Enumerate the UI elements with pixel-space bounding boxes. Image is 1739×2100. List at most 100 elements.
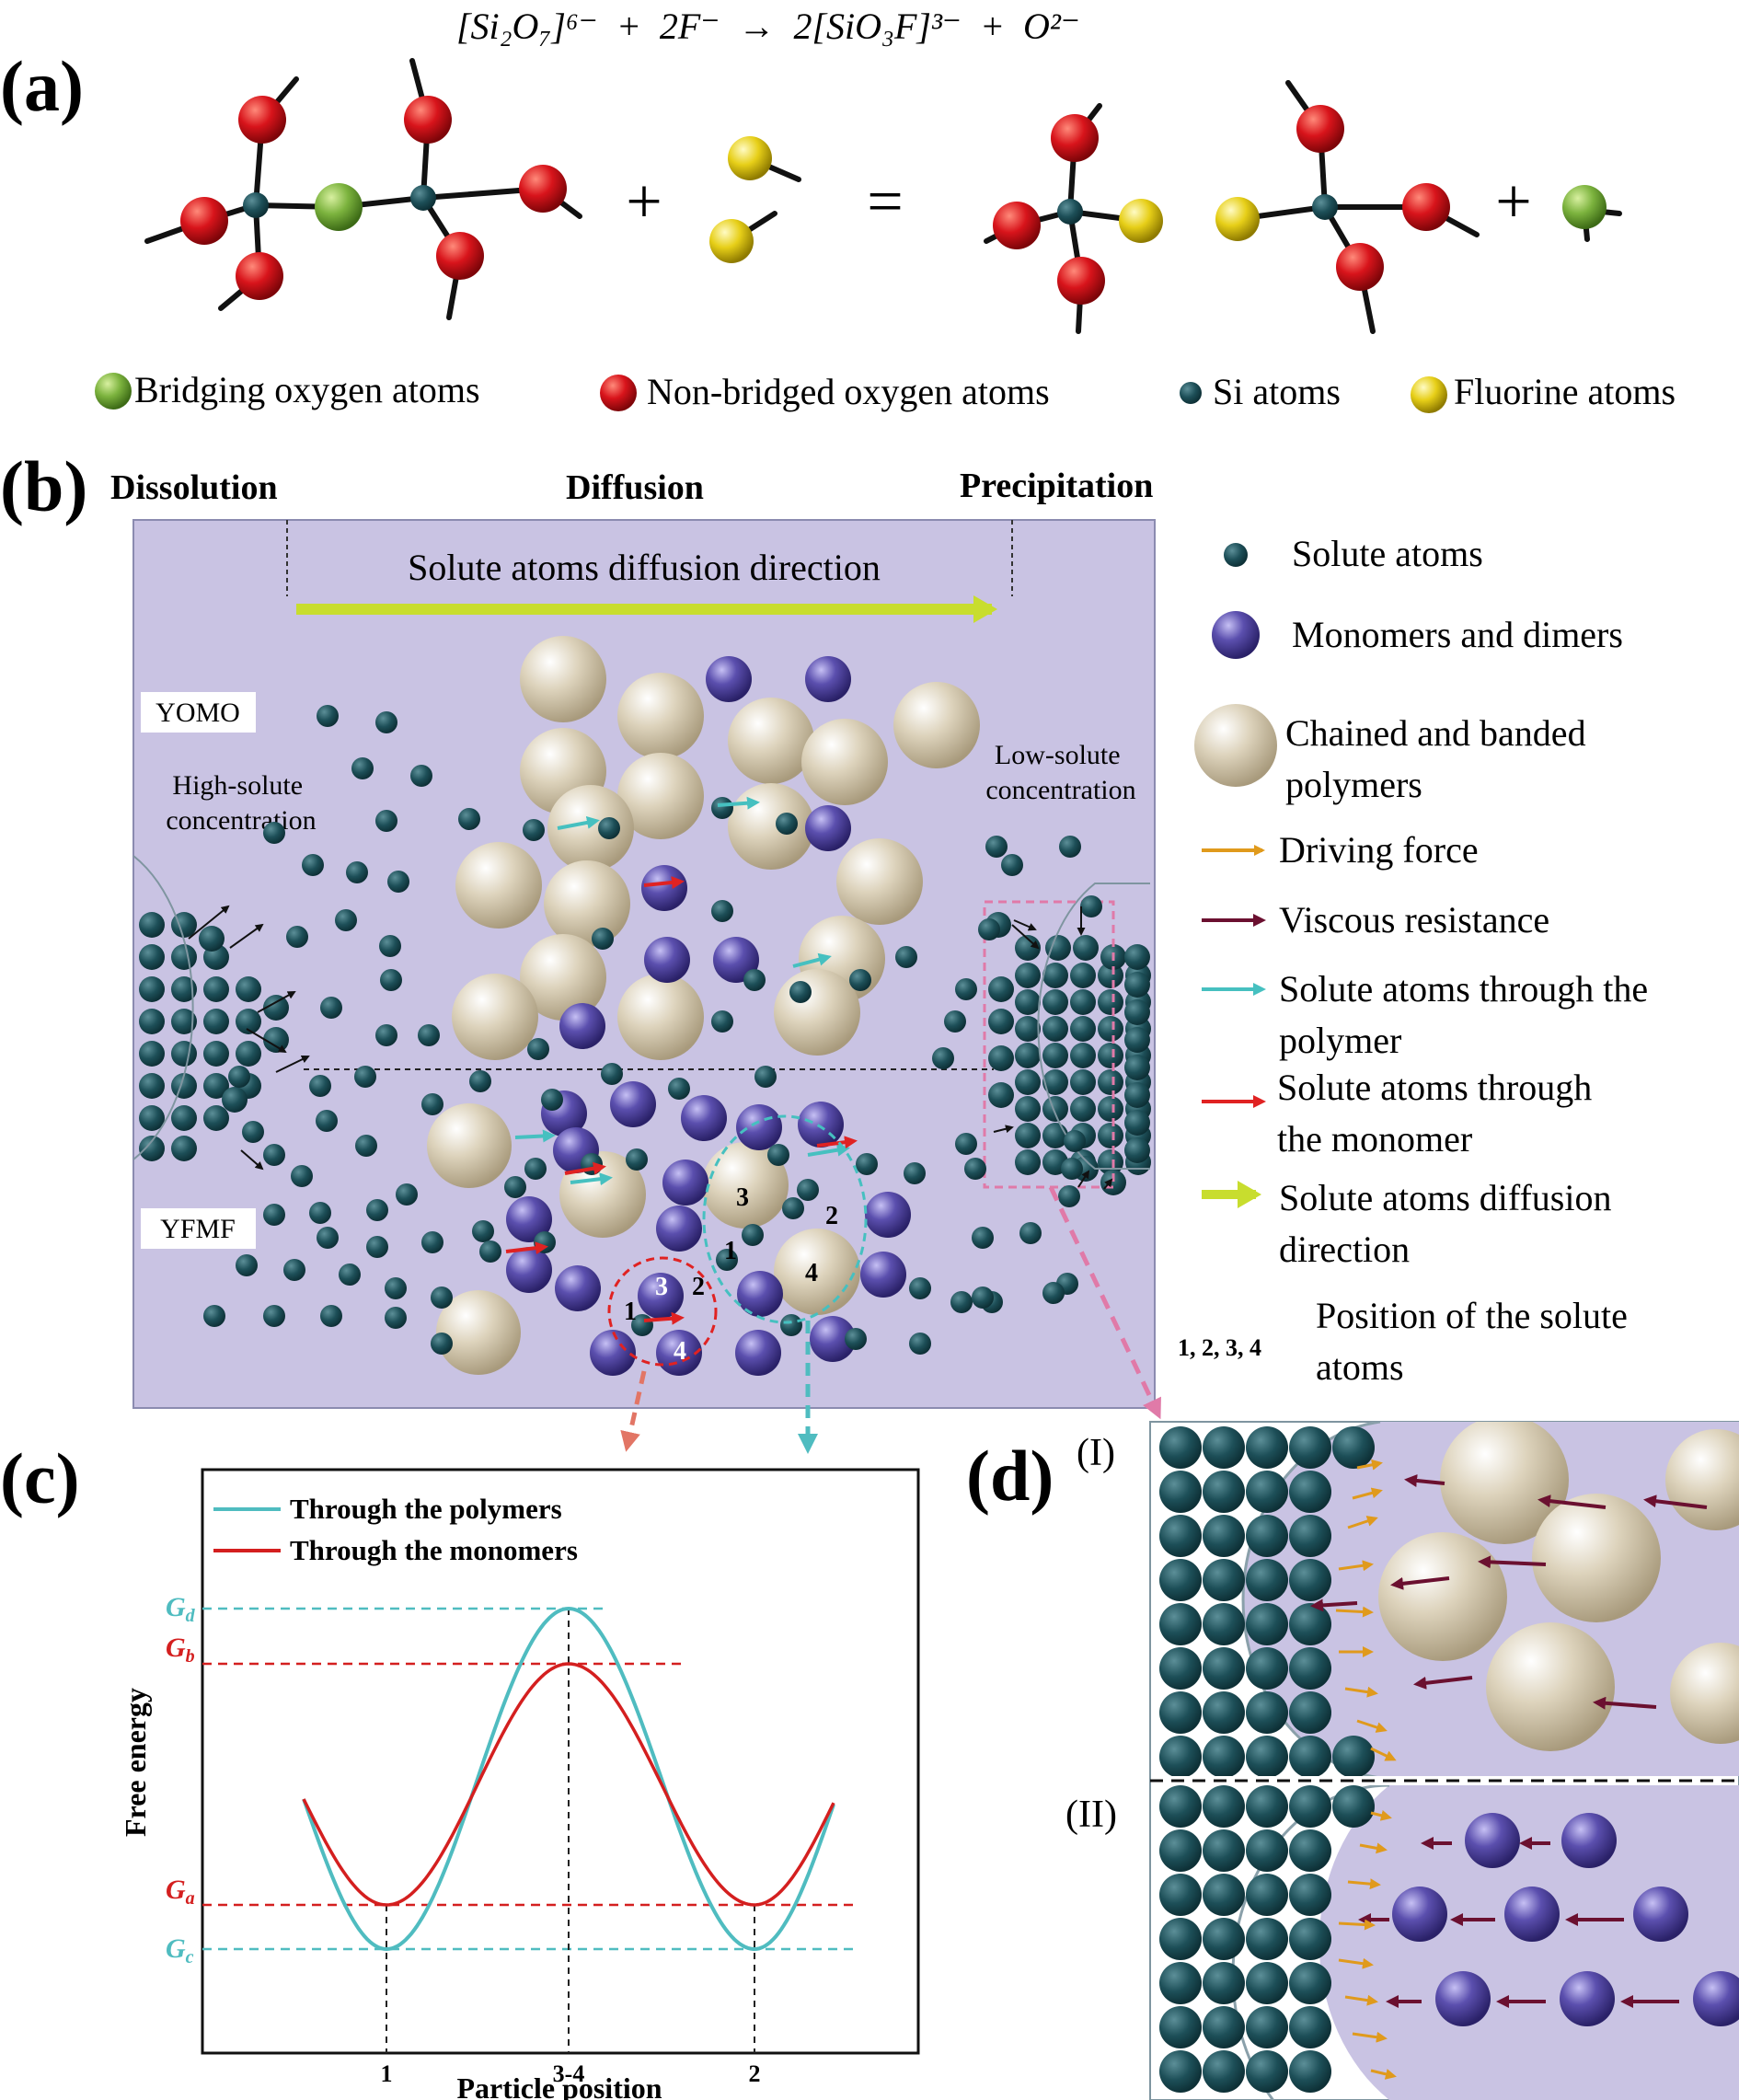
through-polymer-arrow — [717, 796, 760, 810]
solute-atom — [366, 1199, 388, 1221]
solute-atom — [1073, 935, 1099, 961]
polymer-particle — [1532, 1494, 1661, 1622]
panel-c: (c) Through the polymers Through the mon… — [0, 1438, 920, 2100]
solute-atom — [1203, 1426, 1245, 1469]
solute-atom — [375, 810, 397, 832]
bridging-oxygen-atom — [315, 183, 363, 231]
solute-atom — [171, 976, 197, 1002]
driving-force-arrow — [1347, 1516, 1378, 1529]
solute-atom — [1098, 989, 1123, 1015]
solute-atom — [909, 1333, 931, 1355]
driving-force-arrow — [1344, 1994, 1378, 2006]
non-bridged-oxygen-atom — [1051, 114, 1099, 162]
polymer-particle — [1670, 1643, 1739, 1744]
solute-atom — [139, 1105, 165, 1131]
solute-atom — [171, 1009, 197, 1034]
position-1-monomer: 1 — [624, 1298, 637, 1326]
solute-atom — [1246, 1874, 1288, 1916]
legend-direction-label: Solute atoms diffusion direction — [1279, 1177, 1620, 1270]
legend-polymers-line-1: Chained and banded — [1285, 712, 1586, 754]
solute-atom — [418, 1024, 440, 1046]
monomer-particle — [506, 1247, 552, 1293]
solute-atom — [431, 1333, 453, 1355]
non-bridged-oxygen-atom — [993, 202, 1041, 249]
solute-atom — [988, 1082, 1014, 1108]
solute-atom — [139, 976, 165, 1002]
solute-atom — [236, 976, 261, 1002]
solute-atom — [1098, 1016, 1123, 1042]
solute-atom — [139, 1009, 165, 1034]
solute-atom — [1246, 1426, 1288, 1469]
monomer-particle — [1561, 1813, 1617, 1868]
solute-atom — [309, 1202, 331, 1224]
panel-a-letter: (a) — [0, 46, 84, 126]
solute-atom — [1203, 1471, 1245, 1513]
through-polymer-arrow — [514, 1129, 556, 1143]
polymer-particle — [427, 1103, 512, 1188]
curve-through-polymers — [302, 1606, 835, 1952]
solute-atom — [203, 1009, 229, 1034]
solute-atom — [1159, 1918, 1202, 1960]
solute-atom — [849, 969, 871, 991]
solute-atom — [1015, 1096, 1041, 1122]
driving-force-arrow — [1344, 1686, 1378, 1698]
solute-atom — [1159, 1736, 1202, 1776]
legend-solute-atoms-icon — [1224, 543, 1248, 567]
connector-to-c-monomer — [620, 1370, 647, 1452]
solute-atom — [950, 1291, 973, 1313]
solute-atom — [236, 1041, 261, 1067]
solute-atom — [964, 1158, 986, 1180]
solute-atom — [668, 1078, 690, 1100]
position-3-monomer: 3 — [655, 1273, 668, 1301]
position-4-monomer: 4 — [674, 1337, 686, 1366]
diffusion-arrows — [188, 796, 1113, 1325]
solute-atom — [1203, 2006, 1245, 2048]
solute-atom — [291, 1165, 313, 1187]
solute-atom — [1289, 1603, 1331, 1645]
solute-atom — [1159, 1874, 1202, 1916]
forces-part-1 — [1310, 1459, 1708, 1761]
solute-atom — [776, 813, 798, 835]
solute-atom — [1015, 1069, 1041, 1095]
monomer-particle — [662, 1160, 708, 1206]
solute-atom — [1015, 1043, 1041, 1068]
solute-atom — [909, 1277, 931, 1299]
equation-product: 2[SiO₃F]³⁻ — [793, 6, 962, 47]
non-bridged-oxygen-atom — [1402, 183, 1450, 231]
yfmf-tag: YFMF — [141, 1208, 256, 1249]
solute-atom — [1042, 1043, 1068, 1068]
non-bridged-oxygen-atom — [1296, 105, 1344, 153]
solute-atom — [203, 976, 229, 1002]
polymer-particle — [702, 1142, 789, 1229]
legend-polymers-label: Through the polymers — [290, 1493, 562, 1525]
legend-si-atoms-label: Si atoms — [1213, 371, 1341, 412]
solute-atom — [286, 926, 308, 948]
solute-atom — [1015, 1149, 1041, 1175]
solute-atom — [469, 1070, 491, 1092]
solute-atom — [242, 1121, 264, 1143]
solute-atom — [1042, 1069, 1068, 1095]
solute-atom — [904, 1162, 926, 1184]
solute-atom — [1098, 1096, 1123, 1122]
plot-frame — [201, 1468, 920, 2055]
position-1-polymer: 1 — [724, 1237, 737, 1265]
yfmf-label: YFMF — [160, 1214, 236, 1244]
solute-atom — [1042, 1096, 1068, 1122]
solute-atom — [1098, 1123, 1123, 1148]
solute-atom — [1015, 1016, 1041, 1042]
precipitated-solute-block — [985, 912, 1151, 1195]
monomer-particle — [706, 656, 752, 702]
solute-atom — [601, 1063, 623, 1085]
plus-sign-2: + — [1495, 167, 1531, 237]
equation-plus: + — [616, 6, 641, 47]
legend-si-atoms-icon — [1180, 382, 1202, 404]
polymers-in-liquid — [1378, 1422, 1739, 1751]
polymer-particle — [544, 860, 630, 947]
monomer-particle — [638, 1273, 684, 1319]
diffusion-direction-label: Solute atoms diffusion direction — [408, 547, 881, 588]
solute-atom — [335, 909, 357, 931]
monomer-particle — [865, 1192, 911, 1238]
non-bridged-oxygen-atom — [238, 96, 286, 144]
polymer-particle — [617, 753, 704, 839]
solute-atom — [139, 1041, 165, 1067]
